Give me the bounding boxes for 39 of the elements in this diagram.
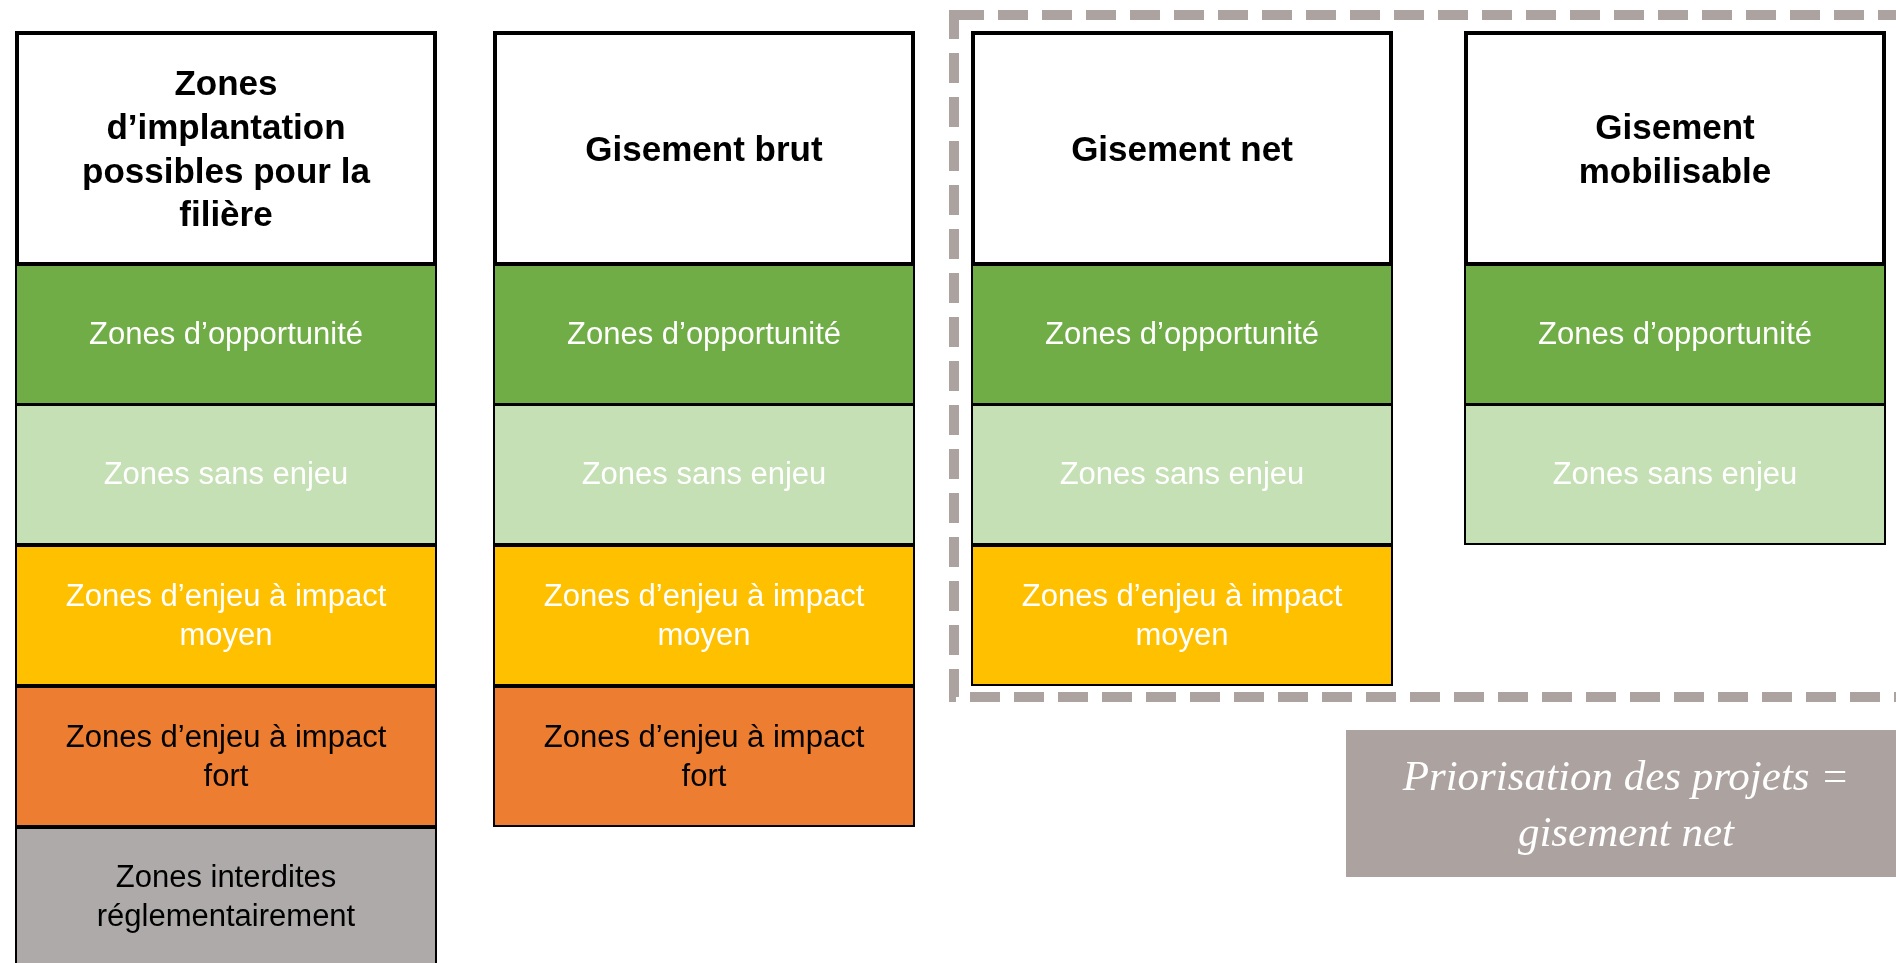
category-label: Zones d’enjeu à impact fort (542, 717, 866, 795)
category-bar (493, 264, 915, 405)
category-bar (971, 404, 1393, 545)
category-label: Zones d’enjeu à impact moyen (542, 576, 866, 654)
category-label: Zones d’enjeu à impact moyen (1020, 576, 1344, 654)
category-label: Zones sans enjeu (1059, 455, 1305, 494)
category-label: Zones d’opportunité (1045, 315, 1319, 354)
category-bar (15, 264, 437, 405)
category-label: Zones interdites réglementairement (95, 858, 357, 935)
category-bar (971, 545, 1393, 686)
category-bar (15, 404, 437, 545)
category-bar (493, 545, 915, 686)
category-label: Zones d’opportunité (89, 315, 363, 354)
dashed-group-frame (949, 10, 1896, 702)
category-label: Zones d’enjeu à impact moyen (64, 576, 388, 654)
category-bar (1464, 404, 1886, 545)
note-text: Priorisation des projets = gisement net (1401, 750, 1851, 857)
category-label: Zones sans enjeu (581, 455, 827, 494)
category-bar (15, 827, 437, 963)
category-bar (493, 404, 915, 545)
column-heading: Gisement brut (585, 127, 823, 170)
category-label: Zones d’opportunité (1538, 315, 1812, 354)
header-box (1464, 31, 1886, 266)
category-bar (971, 264, 1393, 405)
header-box (493, 31, 915, 266)
header-box (15, 31, 437, 266)
category-bar (493, 686, 915, 827)
category-bar (15, 545, 437, 686)
header-box (971, 31, 1393, 266)
category-bar (15, 686, 437, 827)
category-bar (1464, 264, 1886, 405)
category-label: Zones d’opportunité (567, 315, 841, 354)
note-box (1346, 730, 1896, 877)
column-heading: Gisement mobilisable (1577, 105, 1773, 192)
category-label: Zones sans enjeu (1552, 455, 1798, 494)
column-heading: Zones d’implantation possibles pour la filière (81, 62, 372, 236)
column-heading: Gisement net (1071, 127, 1293, 170)
category-label: Zones d’enjeu à impact fort (64, 717, 388, 795)
category-label: Zones sans enjeu (103, 455, 349, 494)
